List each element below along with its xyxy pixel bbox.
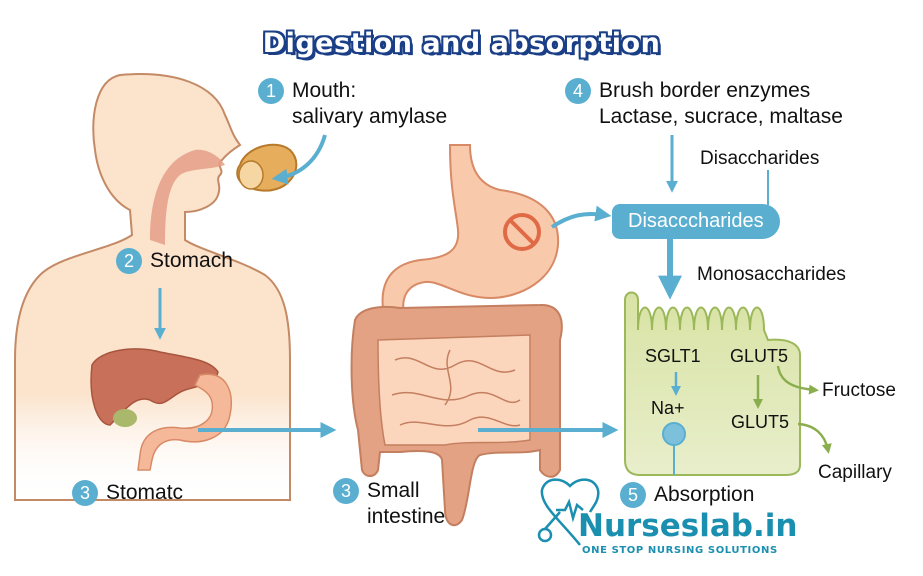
liver-icon	[90, 348, 219, 427]
disaccharides-label: Disaccharides	[700, 148, 820, 169]
capillary-label: Capillary	[818, 462, 892, 483]
step-label: Stomach	[150, 249, 233, 272]
step-stomatc: 3 Stomatc	[72, 480, 184, 507]
stomach-icon	[381, 144, 560, 321]
step-number-badge: 1	[258, 78, 284, 105]
arrow-mouth	[271, 134, 327, 185]
step-label: Absorption	[654, 483, 755, 506]
sodium-channel-icon	[662, 422, 686, 446]
brand-tagline: ONE STOP NURSING SOLUTIONS	[582, 545, 778, 556]
step-title: Mouth:	[292, 79, 357, 102]
disaccharides-box: Disacccharides	[612, 204, 780, 239]
brand-name: Nurseslab.in	[578, 508, 798, 544]
step-label-line1: Small	[367, 479, 420, 502]
step-number-badge: 4	[565, 78, 591, 105]
step-stomach: 2 Stomach	[116, 248, 233, 275]
prohibited-icon	[503, 213, 541, 251]
bread-icon	[236, 143, 298, 192]
step-small-intestine: 3 Small intestine	[333, 478, 445, 529]
step-title: Brush border enzymes	[599, 79, 811, 102]
sodium-label: Na+	[651, 398, 685, 418]
step-number-badge: 3	[333, 478, 359, 505]
step-number-badge: 3	[72, 480, 98, 507]
step-subtitle: salivary amylase	[292, 105, 448, 129]
glut5-bottom-label: GLUT5	[731, 412, 790, 432]
sglt1-label: SGLT1	[645, 346, 701, 366]
intestinal-cell-icon	[624, 291, 801, 476]
step-brush-border: 4 Brush border enzymes Lactase, sucrace, …	[565, 78, 843, 129]
step-label: Stomatc	[106, 481, 184, 504]
step-number-badge: 5	[620, 482, 646, 509]
page-title: Digestion and absorption	[262, 28, 661, 59]
step-mouth: 1 Mouth: salivary amylase	[258, 78, 447, 129]
fructose-label: Fructose	[822, 380, 896, 401]
monosaccharides-label: Monosaccharides	[697, 264, 846, 285]
nurseslab-logo-icon	[537, 478, 600, 546]
step-absorption: 5 Absorption	[620, 482, 755, 509]
intestines-icon	[350, 303, 563, 527]
glut5-top-label: GLUT5	[730, 346, 789, 366]
step-number-badge: 2	[116, 248, 142, 275]
step-label-line2: intestine	[367, 505, 446, 529]
duodenum-icon	[137, 373, 232, 471]
step-subtitle: Lactase, sucrace, maltase	[599, 105, 843, 129]
